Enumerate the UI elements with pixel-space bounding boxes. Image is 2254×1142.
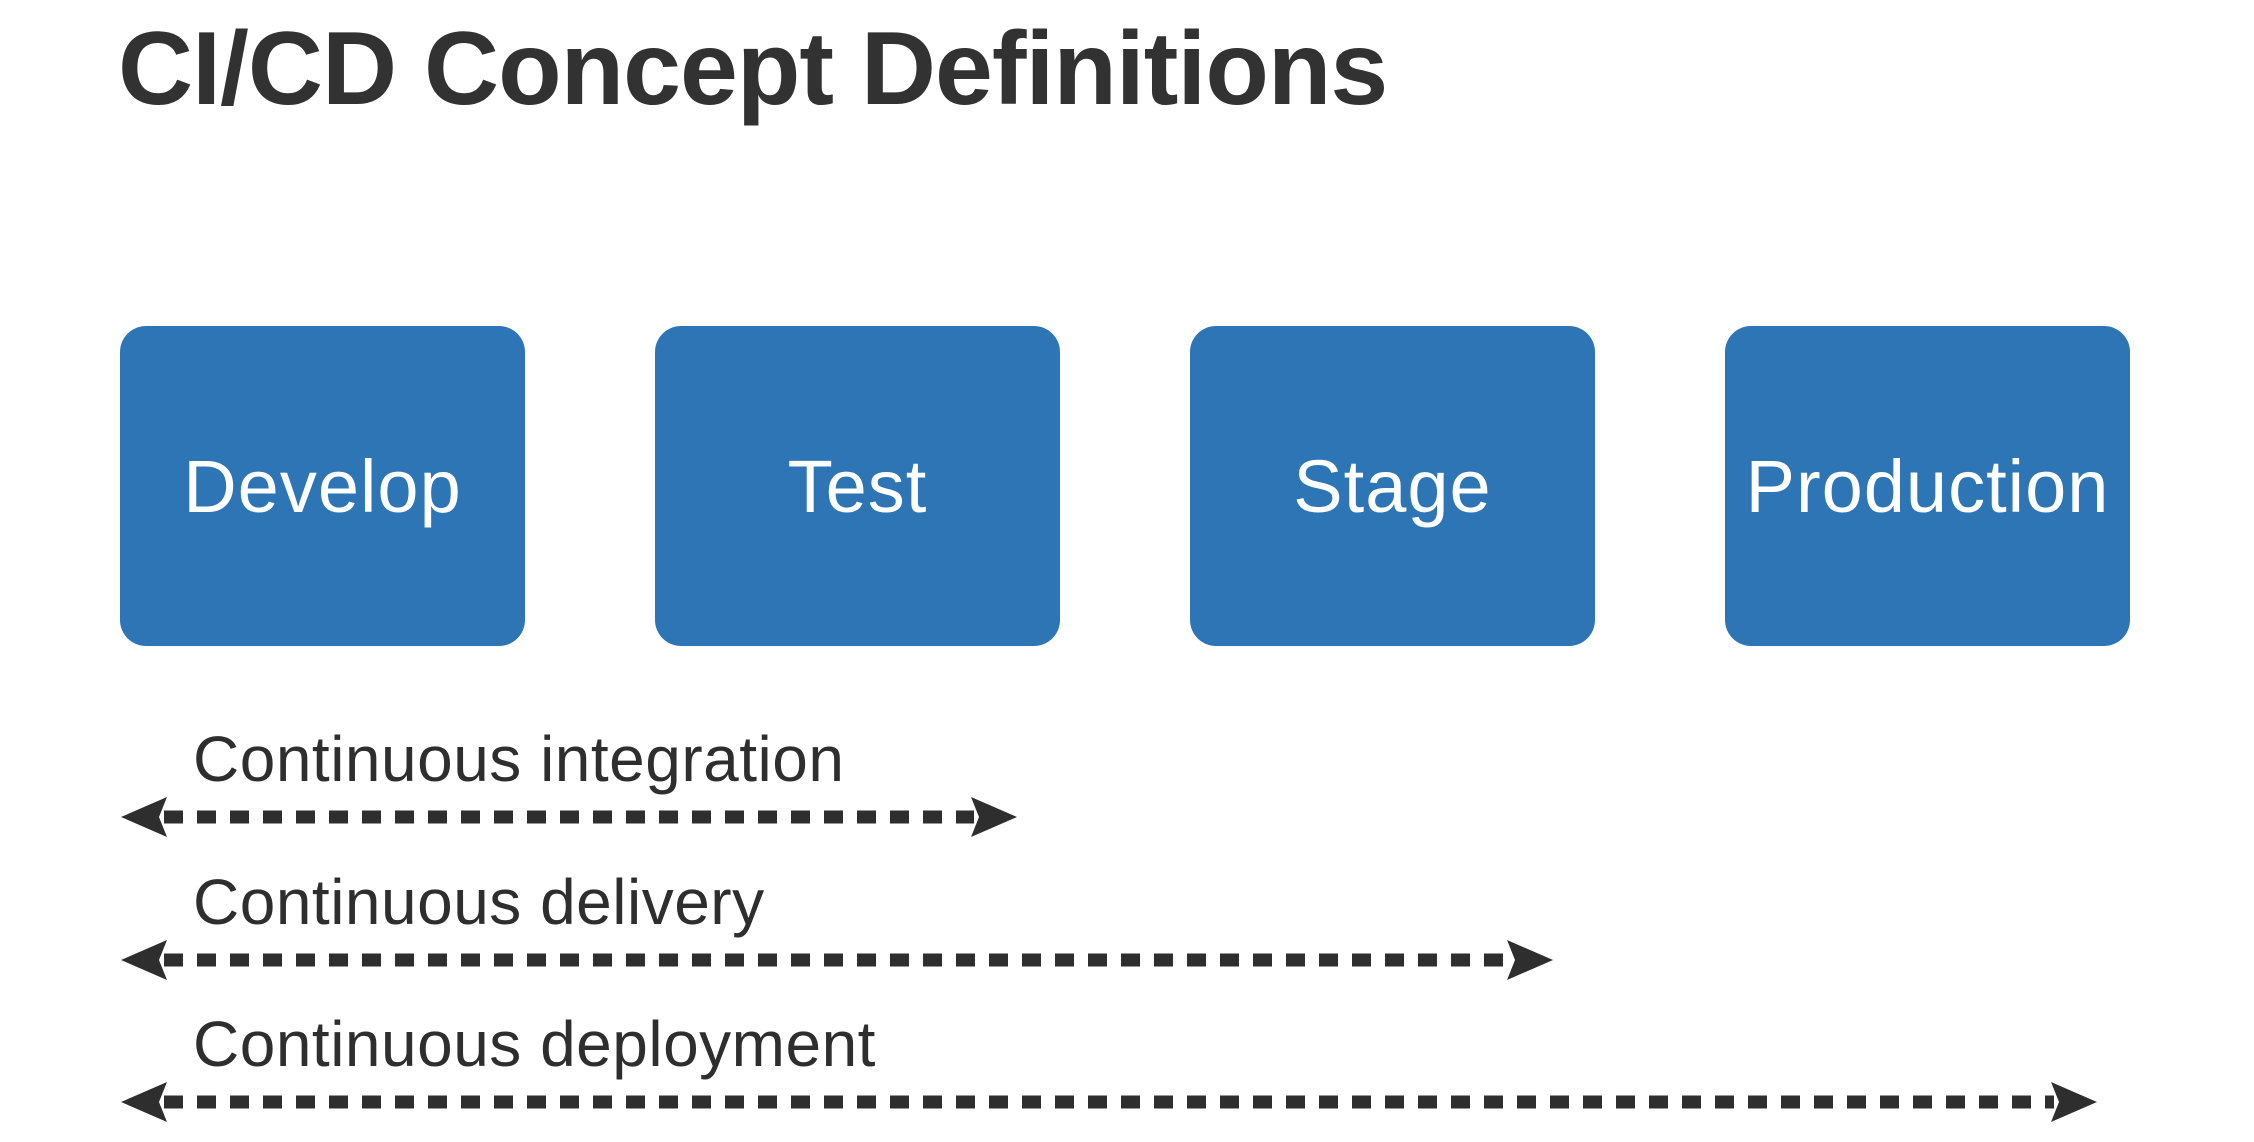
stage-box-label: Test <box>787 444 928 528</box>
pipeline-stage-row: Develop Test Stage Production <box>120 326 2130 646</box>
arrow-right-icon <box>1507 940 1553 980</box>
arrow-right-icon <box>2051 1082 2097 1122</box>
arrow-left-icon <box>121 797 167 837</box>
continuous-integration-label: Continuous integration <box>193 723 845 795</box>
stage-box-label: Production <box>1745 444 2110 528</box>
stage-box-develop: Develop <box>120 326 525 646</box>
arrow-left-icon <box>121 1082 167 1122</box>
stage-box-stage: Stage <box>1190 326 1595 646</box>
stage-box-test: Test <box>655 326 1060 646</box>
arrow-left-icon <box>121 940 167 980</box>
stage-box-label: Stage <box>1293 444 1492 528</box>
continuous-delivery-label: Continuous delivery <box>193 866 765 938</box>
continuous-deployment-label: Continuous deployment <box>193 1008 876 1080</box>
stage-box-label: Develop <box>183 444 462 528</box>
slide-title: CI/CD Concept Definitions <box>118 11 1388 127</box>
continuous-delivery-range-arrow <box>121 940 1553 980</box>
continuous-integration-range-arrow <box>121 797 1017 837</box>
stage-box-production: Production <box>1725 326 2130 646</box>
arrow-right-icon <box>971 797 1017 837</box>
continuous-deployment-range-arrow <box>121 1082 2097 1122</box>
